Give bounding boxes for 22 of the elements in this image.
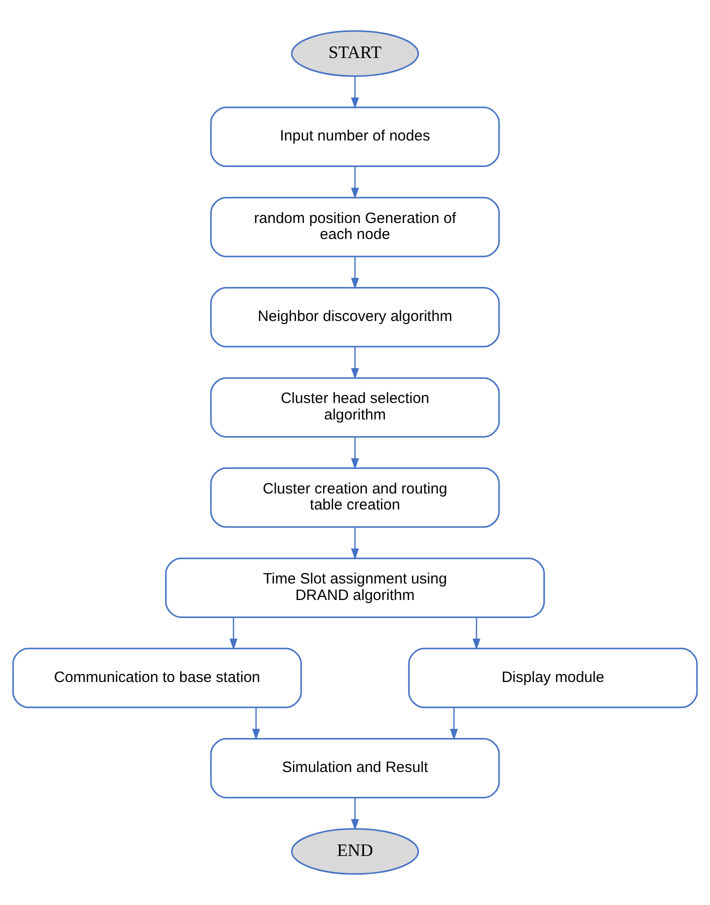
node-box: Cluster creation and routing table creation bbox=[210, 467, 500, 528]
arrow bbox=[351, 798, 359, 830]
node-box: Communication to base station bbox=[12, 648, 302, 708]
node-box: Display module bbox=[408, 648, 698, 708]
arrow bbox=[351, 436, 359, 470]
node-box: Time Slot assignment using DRAND algorithm bbox=[165, 558, 545, 618]
node-ellipse: END bbox=[291, 828, 419, 875]
arrow bbox=[450, 708, 458, 740]
arrow bbox=[472, 617, 480, 650]
arrow bbox=[351, 166, 359, 200]
node-box: Neighbor discovery algorithm bbox=[210, 287, 500, 348]
arrow bbox=[252, 708, 260, 740]
arrow bbox=[351, 346, 359, 380]
arrow bbox=[351, 527, 359, 560]
node-box: Input number of nodes bbox=[210, 106, 500, 168]
arrow bbox=[351, 76, 359, 109]
node-box: Simulation and Result bbox=[210, 738, 500, 798]
arrow bbox=[351, 256, 359, 290]
node-ellipse: START bbox=[291, 30, 419, 77]
arrow bbox=[230, 617, 238, 650]
node-box: random position Generation of each node bbox=[210, 196, 500, 258]
node-box: Cluster head selection algorithm bbox=[210, 377, 500, 438]
